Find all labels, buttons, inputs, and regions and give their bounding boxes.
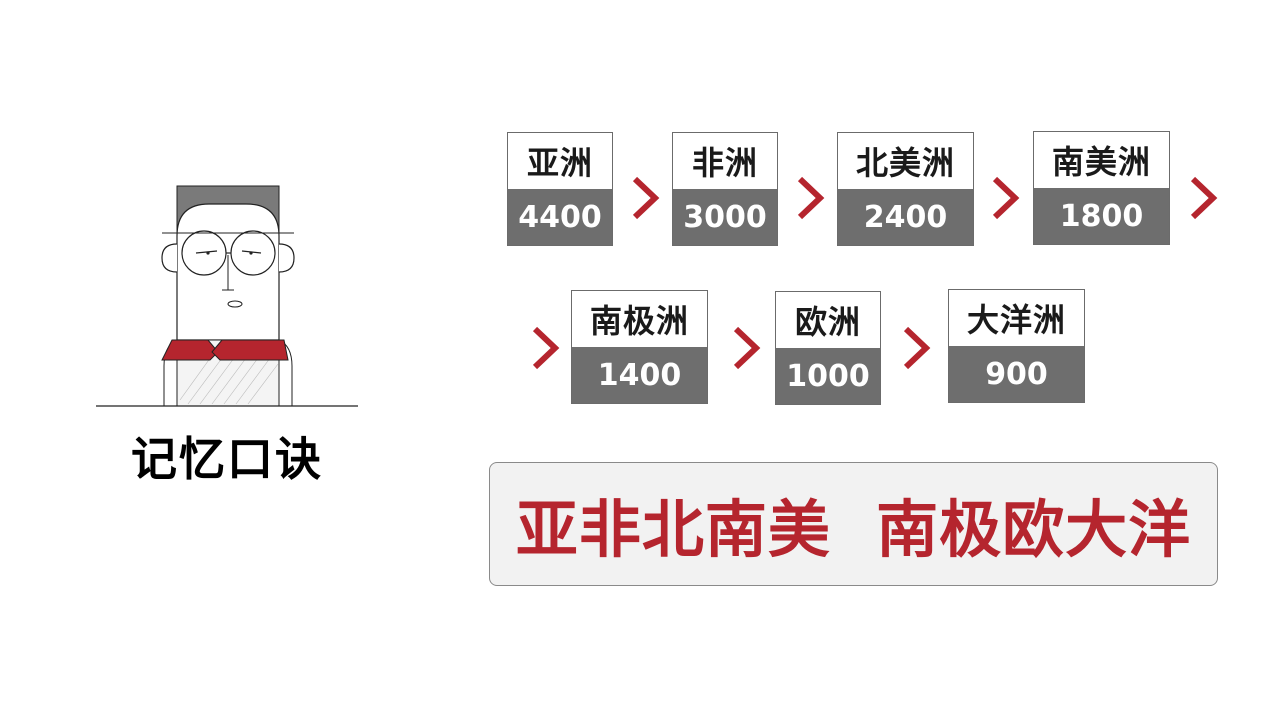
continent-card-south-america: 南美洲 1800 [1033, 131, 1170, 245]
continent-card-europe: 欧洲 1000 [775, 291, 881, 405]
mnemonic-text: 亚非北南美 南极欧大洋 [515, 493, 1192, 566]
continent-name: 南极洲 [589, 302, 689, 340]
continent-name: 北美洲 [855, 144, 955, 182]
mnemonic-box: 亚非北南美 南极欧大洋 [489, 462, 1218, 586]
chevron-right-icon [530, 326, 560, 370]
continent-name: 非洲 [691, 144, 758, 182]
continent-area: 900 [949, 346, 1084, 402]
continent-name: 亚洲 [526, 144, 593, 182]
continent-area: 1800 [1034, 188, 1169, 244]
chevron-right-icon [990, 176, 1020, 220]
continent-area: 1000 [776, 348, 880, 404]
continent-name: 南美洲 [1051, 143, 1151, 181]
chevron-right-icon [731, 326, 761, 370]
continent-card-oceania: 大洋洲 900 [948, 289, 1085, 403]
teacher-avatar-icon [96, 180, 360, 412]
continent-card-asia: 亚洲 4400 [507, 132, 613, 246]
chevron-right-icon [795, 176, 825, 220]
chevron-right-icon [901, 326, 931, 370]
continent-name: 大洋洲 [966, 301, 1066, 339]
continent-area: 3000 [673, 189, 777, 245]
continent-card-antarctica: 南极洲 1400 [571, 290, 708, 404]
continent-area: 4400 [508, 189, 612, 245]
chevron-right-icon [1188, 176, 1218, 220]
chevron-right-icon [630, 176, 660, 220]
continent-area: 1400 [572, 347, 707, 403]
continent-card-north-america: 北美洲 2400 [837, 132, 974, 246]
continent-name: 欧洲 [794, 303, 861, 341]
continent-area: 2400 [838, 189, 973, 245]
continent-card-africa: 非洲 3000 [672, 132, 778, 246]
mnemonic-caption: 记忆口诀 [131, 432, 323, 486]
